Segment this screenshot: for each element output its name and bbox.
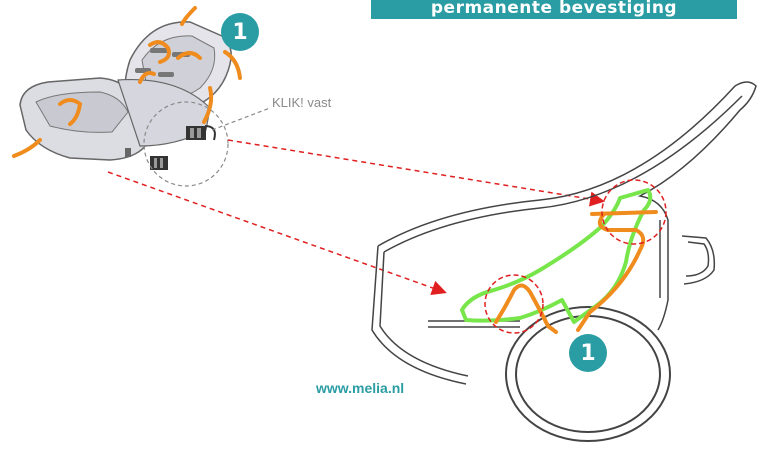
seat-shell-icon	[19, 21, 232, 161]
title-banner: permanente bevestiging	[371, 0, 737, 19]
step-badge-frame: 1	[569, 334, 607, 372]
step-badge-frame-number: 1	[580, 340, 596, 366]
guide-arrow-upper	[227, 139, 605, 207]
click-callout-circle	[143, 101, 229, 187]
click-label: KLIK! vast	[272, 95, 332, 110]
bike-frame-icon	[371, 81, 757, 385]
seat-straps	[12, 6, 242, 158]
website-url[interactable]: www.melia.nl	[316, 380, 405, 396]
step-badge-seat: 1	[221, 13, 259, 51]
seat-position-highlight	[460, 188, 653, 324]
buckle-clip-icon	[150, 125, 216, 170]
attachment-point-upper	[601, 179, 667, 245]
attachment-point-lower	[484, 274, 544, 334]
click-callout-leader	[211, 107, 271, 131]
frame-straps	[494, 210, 658, 334]
step-badge-seat-number: 1	[232, 19, 248, 45]
guide-arrow-lower	[107, 171, 447, 296]
banner-text: permanente bevestiging	[430, 0, 678, 18]
